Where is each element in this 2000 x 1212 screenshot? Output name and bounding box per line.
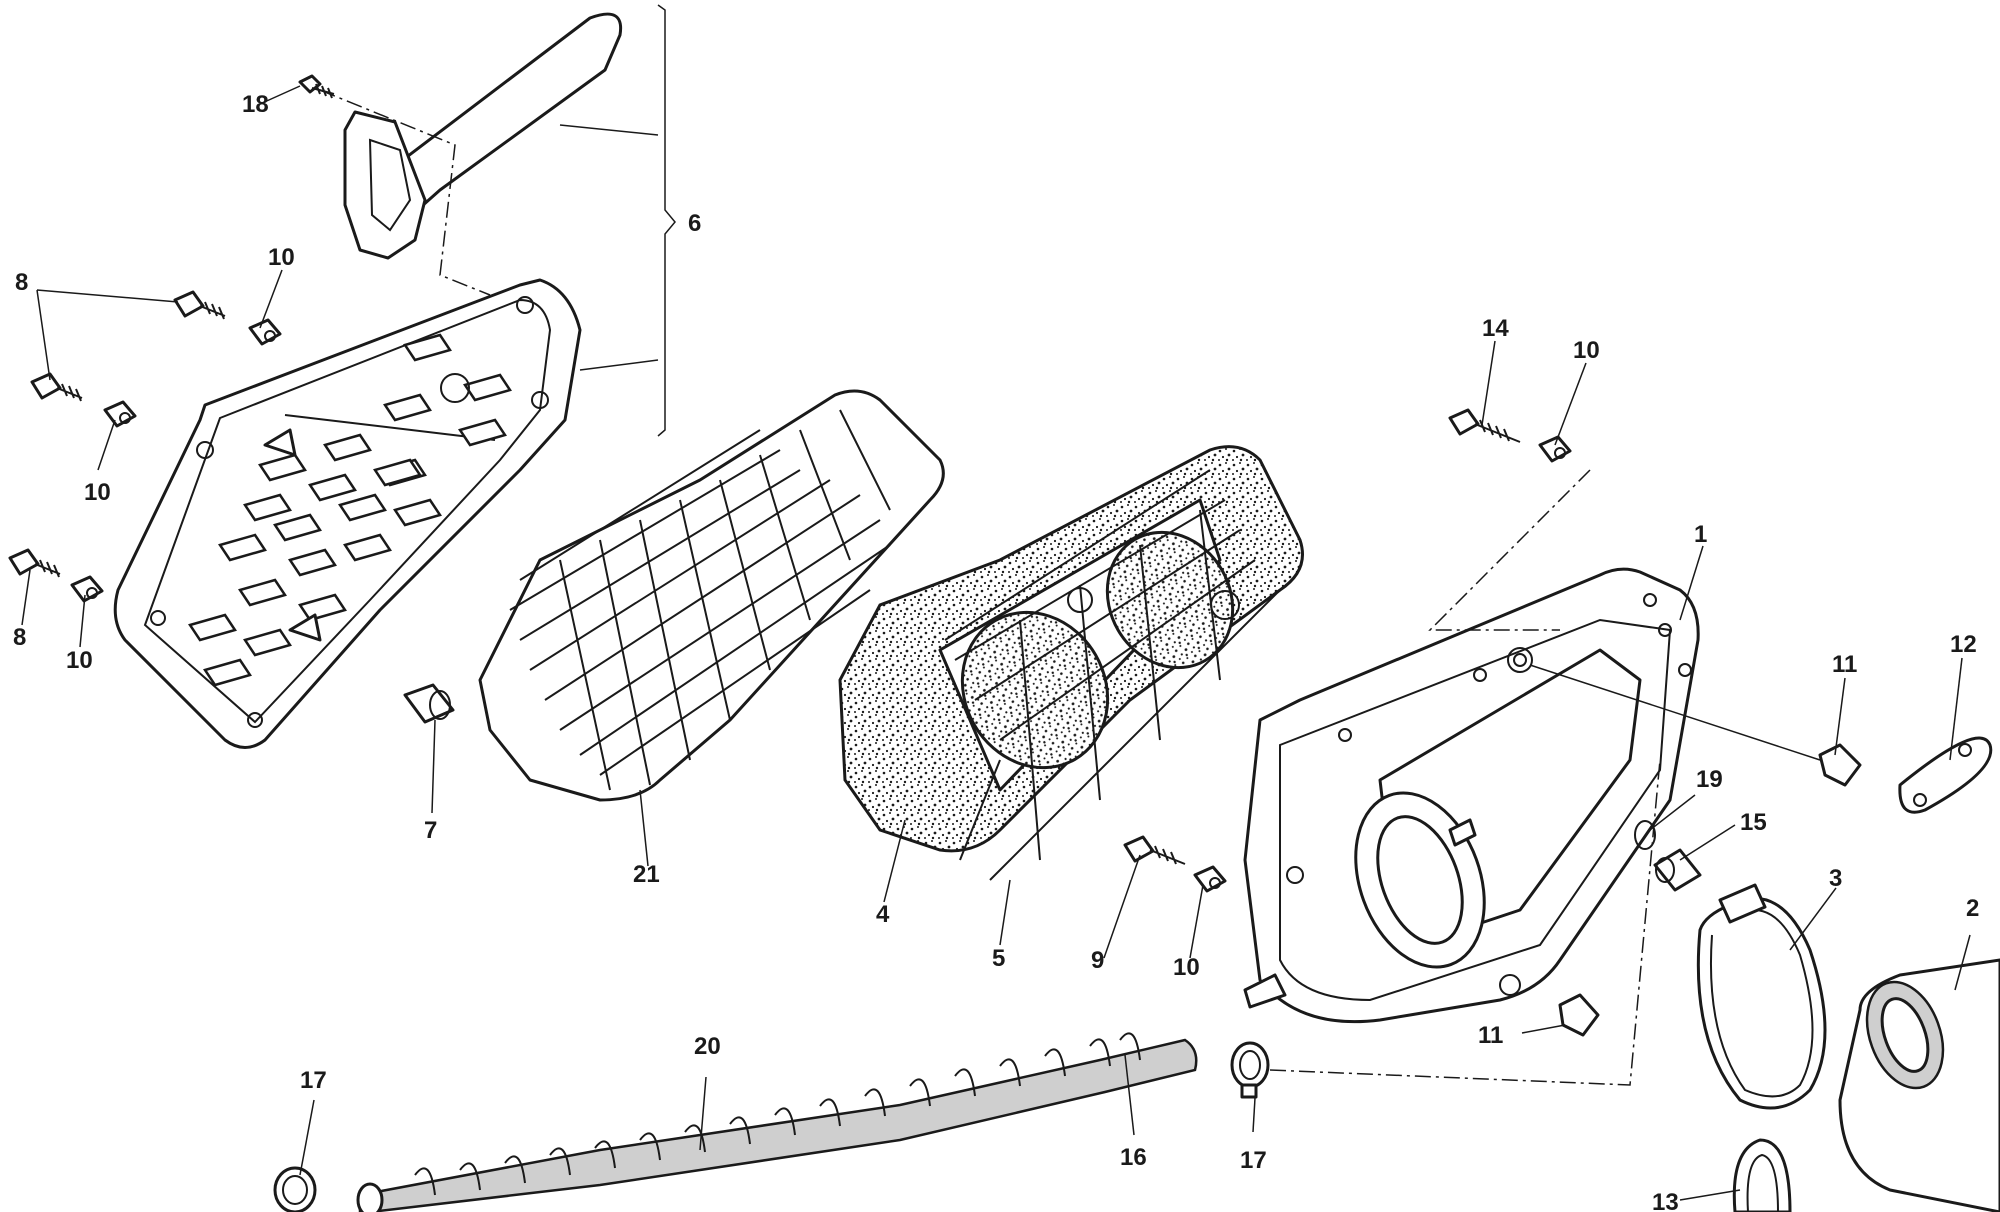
- callout-5: 5: [992, 945, 1005, 972]
- dash-line-18: [319, 89, 491, 296]
- oring-19: [1634, 820, 1656, 850]
- callout-20: 20: [694, 1033, 721, 1060]
- clip-11-top: [1818, 743, 1862, 787]
- callout-19: 19: [1696, 766, 1723, 793]
- callout-10-upper-right: 10: [1573, 337, 1600, 364]
- callout-11-top: 11: [1832, 651, 1857, 678]
- cover-ribs: [188, 333, 512, 687]
- callout-10-bottom: 10: [66, 647, 93, 674]
- leader-bolt-line: [1529, 664, 1821, 761]
- callout-17-left: 17: [300, 1067, 327, 1094]
- brace-leader-cover: [579, 359, 659, 371]
- callout-16: 16: [1120, 1144, 1147, 1171]
- callout-21: 21: [633, 861, 660, 888]
- wire-cage: [944, 469, 1281, 881]
- callout-11-bottom: 11: [1478, 1022, 1503, 1049]
- callout-15: 15: [1740, 809, 1767, 836]
- plug-7: [403, 683, 455, 724]
- callout-18: 18: [242, 91, 269, 118]
- screw-14: [1448, 408, 1521, 443]
- airbox-housing: [1243, 567, 1700, 1024]
- dash-line-17: [1269, 759, 1661, 1086]
- callout-14: 14: [1482, 315, 1509, 342]
- callout-2: 2: [1966, 895, 1979, 922]
- bushing-10-right-top: [1538, 435, 1572, 463]
- bushing-10-bottom: [70, 575, 104, 603]
- callout-3: 3: [1829, 865, 1842, 892]
- filter-grid: [478, 389, 945, 802]
- screw-8-bottom: [8, 548, 61, 578]
- plug-15: [1653, 848, 1702, 892]
- callout-6: 6: [688, 210, 701, 237]
- hose-spring-20: [414, 1032, 1141, 1196]
- callout-4: 4: [876, 901, 890, 928]
- screw-8-top: [173, 290, 226, 320]
- callout-7: 7: [424, 817, 437, 844]
- screw-8-mid: [30, 372, 83, 402]
- callout-8-bottom: 8: [13, 624, 26, 651]
- clip-11-bottom: [1558, 993, 1600, 1037]
- callout-8-top: 8: [15, 269, 28, 296]
- foam-filter: [838, 445, 1304, 853]
- dash-line-14: [1428, 469, 1591, 631]
- intake-duct: [343, 12, 623, 260]
- callout-10-lower-right: 10: [1173, 954, 1200, 981]
- screw-9: [1123, 835, 1186, 865]
- hose-clamp-17-left: [273, 1166, 317, 1212]
- callout-12: 12: [1950, 631, 1977, 658]
- callout-10-top: 10: [268, 244, 295, 271]
- brace-leader-duct: [559, 124, 659, 136]
- strap-12: [1898, 736, 1993, 814]
- grid-lines: [509, 409, 891, 791]
- breather-hose-16: [356, 1038, 1198, 1212]
- bushing-10-mid: [103, 400, 137, 428]
- hose-clamp-3: [1696, 883, 1827, 1110]
- callout-10-mid: 10: [84, 479, 111, 506]
- hose-clamp-13: [1732, 1138, 1792, 1212]
- callout-13: 13: [1652, 1189, 1679, 1212]
- airbox-side-cover: [113, 278, 582, 749]
- bushing-10-right-bottom: [1193, 865, 1227, 893]
- intake-boot-2: [1838, 958, 2000, 1212]
- assembly-brace-6: [657, 4, 676, 437]
- screw-18: [298, 74, 335, 99]
- callout-17-right: 17: [1240, 1147, 1267, 1174]
- hose-clamp-17-right: [1230, 1041, 1270, 1099]
- callout-9: 9: [1091, 947, 1104, 974]
- callout-1: 1: [1694, 521, 1707, 548]
- bushing-10-top: [248, 318, 282, 346]
